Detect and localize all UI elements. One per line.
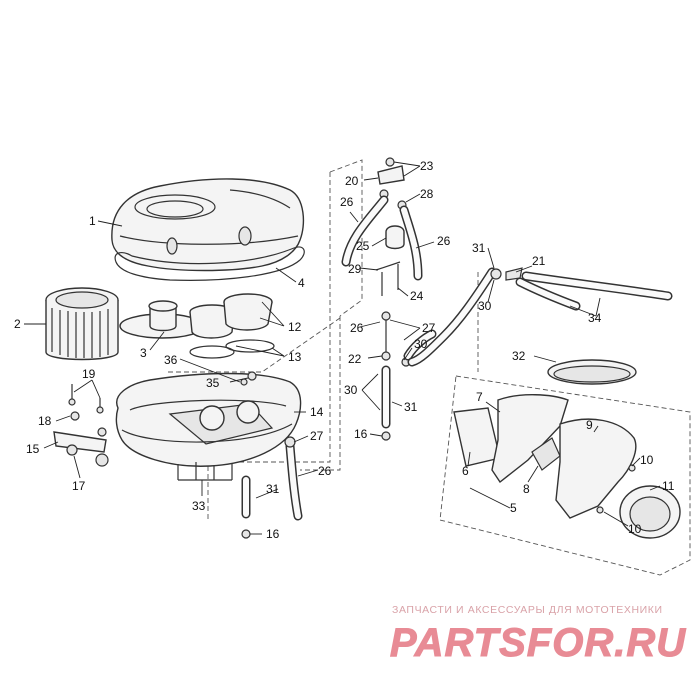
drain-plugs [241,431,391,539]
callout-33: 33 [192,499,206,513]
mounting-bracket [53,384,109,467]
cover-screw [240,378,248,386]
long-hoses [407,267,673,367]
air-filter-element [45,287,119,361]
callout-25: 25 [356,239,370,253]
callout-31c: 31 [472,241,486,255]
callout-28: 28 [420,187,434,201]
intake-ducts [189,293,273,339]
callout-7: 7 [476,390,483,404]
callout-26b: 26 [437,234,451,248]
watermark-logo-text: PARTSFOR.RU [390,621,686,664]
callout-26a: 26 [340,195,354,209]
callout-22: 22 [348,352,362,366]
callout-35: 35 [206,376,220,390]
callout-numbers: 1 2 3 4 5 6 7 8 9 10 10 11 12 13 14 15 1… [14,159,675,541]
callout-2: 2 [14,317,21,331]
vertical-pipe [381,311,437,429]
callout-leaders [24,161,661,535]
callout-31b: 31 [404,400,418,414]
callout-32: 32 [512,349,526,363]
callout-27a: 27 [310,429,324,443]
airbox-cover [111,178,305,272]
callout-34: 34 [588,311,602,325]
callout-9: 9 [586,418,593,432]
base-bolts [177,462,233,481]
callout-19: 19 [82,367,96,381]
callout-30b: 30 [344,383,358,397]
callout-29: 29 [348,262,362,276]
callout-5: 5 [510,501,517,515]
callout-27b: 27 [422,321,436,335]
callout-23: 23 [420,159,434,173]
callout-8: 8 [523,482,530,496]
base-fitting [247,371,257,381]
callout-30c: 30 [478,299,492,313]
airbox-base [115,372,302,467]
callout-26c: 26 [350,321,364,335]
callout-11: 11 [662,479,675,493]
callout-21: 21 [532,254,546,268]
callout-26d: 26 [318,464,332,478]
callout-31a: 31 [266,482,280,496]
o-rings [189,339,275,359]
callout-17: 17 [72,479,86,493]
callout-10b: 10 [628,522,642,536]
callout-12: 12 [288,320,302,334]
callout-36: 36 [164,353,178,367]
cover-gasket [114,246,305,281]
callout-16a: 16 [266,527,280,541]
callout-10a: 10 [640,453,654,467]
velocity-stack [119,300,205,339]
callout-15: 15 [26,442,40,456]
callout-16b: 16 [354,427,368,441]
watermark-logo: PARTSFOR.RU [389,621,686,665]
intake-duct-group [453,394,681,539]
callout-18: 18 [38,414,52,428]
watermark-tagline: ЗАПЧАСТИ И АКСЕССУАРЫ ДЛЯ МОТОТЕХНИКИ [392,604,663,616]
callout-20: 20 [345,174,359,188]
callout-4: 4 [298,276,305,290]
callout-30a: 30 [414,337,428,351]
callout-24: 24 [410,289,424,303]
callout-6: 6 [462,464,469,478]
callout-3: 3 [140,346,147,360]
clamp-band [547,359,637,385]
callout-14: 14 [310,405,324,419]
lower-hoses [241,436,303,521]
callout-1: 1 [89,214,96,228]
callout-13: 13 [288,350,302,364]
